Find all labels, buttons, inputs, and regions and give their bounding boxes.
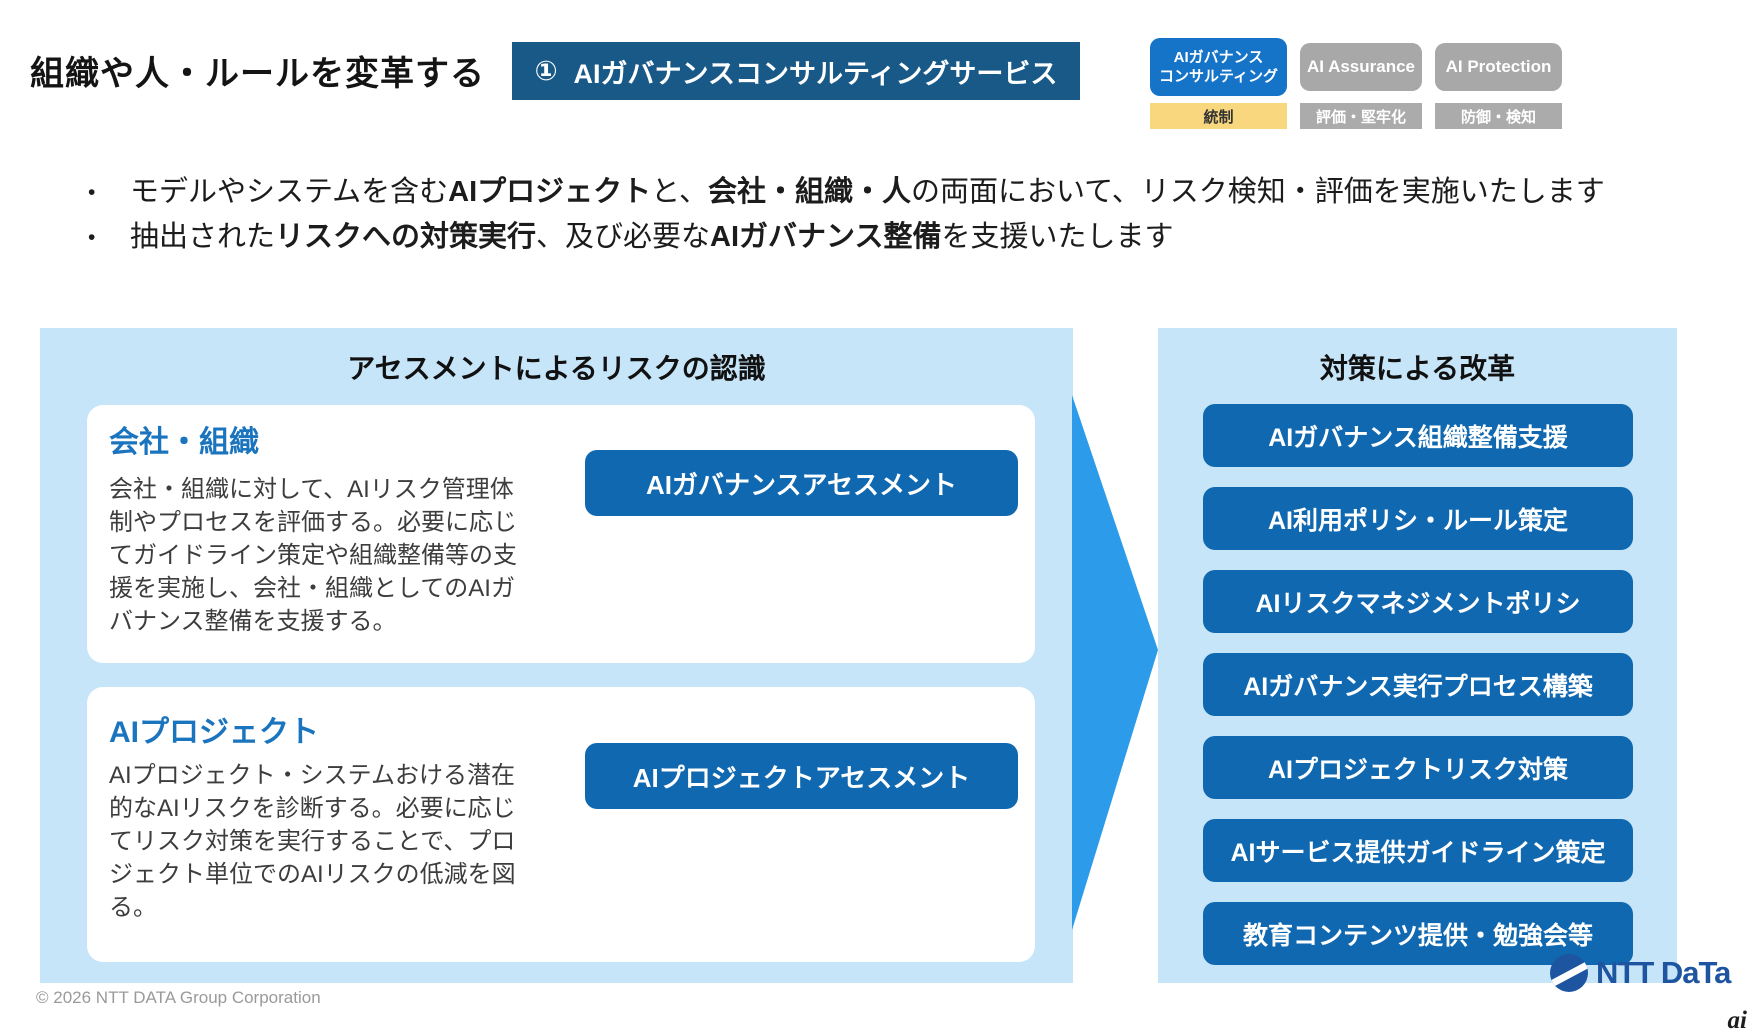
ntt-data-logo-text: NTT DaTa bbox=[1596, 955, 1731, 990]
ai-governance-assessment-button: AIガバナンスアセスメント bbox=[585, 450, 1018, 516]
tab-sublabel-defense: 防御・検知 bbox=[1435, 103, 1562, 129]
bullet-text: モデルやシステムを含むAIプロジェクトと、会社・組織・人の両面において、リスク検… bbox=[130, 176, 1605, 208]
reform-item-policy-rules: AI利用ポリシ・ルール策定 bbox=[1203, 487, 1633, 550]
card-heading: 会社・組織 bbox=[109, 426, 259, 459]
ai-project-card: AIプロジェクト AIプロジェクト・システムおける潜在的なAIリスクを診断する。… bbox=[87, 687, 1035, 962]
card-description: AIプロジェクト・システムおける潜在的なAIリスクを診断する。必要に応じてリスク… bbox=[109, 762, 516, 921]
assessment-panel: アセスメントによるリスクの認識 会社・組織 会社・組織に対して、AIリスク管理体… bbox=[40, 328, 1073, 983]
service-badge-label: AIガバナンスコンサルティングサービス bbox=[573, 58, 1058, 89]
flow-arrow-icon bbox=[1072, 395, 1158, 930]
tab-label-line1: AIガバナンス bbox=[1173, 48, 1264, 66]
bullet-text: 抽出されたリスクへの対策実行、及び必要なAIガバナンス整備を支援いたします bbox=[130, 221, 1174, 253]
tab-ai-governance-consulting: AIガバナンス コンサルティング bbox=[1150, 38, 1287, 96]
tab-sublabel-control: 統制 bbox=[1150, 103, 1287, 129]
tab-ai-protection: AI Protection bbox=[1435, 43, 1562, 91]
bullet-icon: • bbox=[88, 226, 96, 249]
reform-item-governance-process: AIガバナンス実行プロセス構築 bbox=[1203, 653, 1633, 716]
tab-ai-assurance: AI Assurance bbox=[1300, 43, 1422, 91]
reform-list: AIガバナンス組織整備支援 AI利用ポリシ・ルール策定 AIリスクマネジメントポ… bbox=[1203, 404, 1633, 965]
reform-panel-title: 対策による改革 bbox=[1319, 353, 1516, 384]
reform-item-education: 教育コンテンツ提供・勉強会等 bbox=[1203, 902, 1633, 965]
company-org-card: 会社・組織 会社・組織に対して、AIリスク管理体制やプロセスを評価する。必要に応… bbox=[87, 405, 1035, 663]
reform-item-org-support: AIガバナンス組織整備支援 bbox=[1203, 404, 1633, 467]
tab-label-line2: コンサルティング bbox=[1158, 68, 1279, 85]
reform-item-risk-management-policy: AIリスクマネジメントポリシ bbox=[1203, 570, 1633, 633]
ai-project-assessment-button: AIプロジェクトアセスメント bbox=[585, 743, 1018, 809]
summary-bullets: • モデルやシステムを含むAIプロジェクトと、会社・組織・人の両面において、リス… bbox=[88, 170, 1605, 260]
copyright-text: © 2026 NTT DATA Group Corporation bbox=[36, 988, 321, 1007]
page-title: 組織や人・ルールを変革する bbox=[30, 55, 485, 93]
ntt-data-logo-icon bbox=[1550, 954, 1588, 992]
service-badge: ① AIガバナンスコンサルティングサービス bbox=[512, 42, 1080, 100]
card-description: 会社・組織に対して、AIリスク管理体制やプロセスを評価する。必要に応じてガイドラ… bbox=[109, 476, 517, 635]
service-badge-number: ① bbox=[534, 55, 558, 86]
tab-label: AI Assurance bbox=[1306, 57, 1416, 76]
reform-item-service-guideline: AIサービス提供ガイドライン策定 bbox=[1203, 819, 1633, 882]
tab-sublabel-evaluation: 評価・堅牢化 bbox=[1300, 103, 1422, 129]
bullet-item: • モデルやシステムを含むAIプロジェクトと、会社・組織・人の両面において、リス… bbox=[88, 170, 1605, 215]
tab-label: AI Protection bbox=[1445, 57, 1552, 76]
card-heading: AIプロジェクト bbox=[109, 716, 319, 749]
reform-panel: 対策による改革 AIガバナンス組織整備支援 AI利用ポリシ・ルール策定 AIリス… bbox=[1158, 328, 1677, 983]
bullet-icon: • bbox=[88, 181, 96, 204]
bullet-item: • 抽出されたリスクへの対策実行、及び必要なAIガバナンス整備を支援いたします bbox=[88, 215, 1605, 260]
service-tabs: AIガバナンス コンサルティング AI Assurance AI Protect… bbox=[1150, 38, 1562, 129]
ai-watermark: ai bbox=[1727, 1007, 1747, 1034]
reform-item-project-risk: AIプロジェクトリスク対策 bbox=[1203, 736, 1633, 799]
assessment-panel-title: アセスメントによるリスクの認識 bbox=[347, 353, 766, 384]
ntt-data-logo: NTT DaTa bbox=[1550, 954, 1731, 992]
